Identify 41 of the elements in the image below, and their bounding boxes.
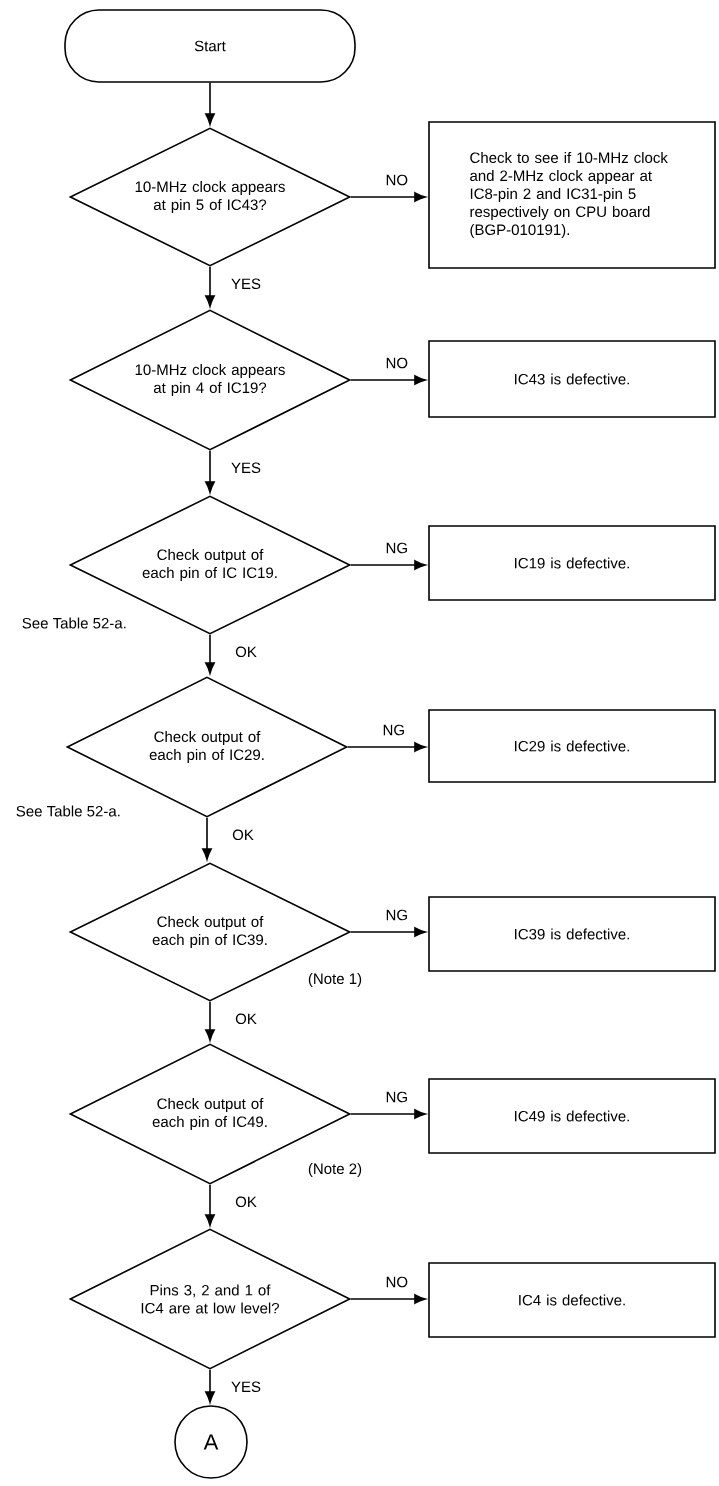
arrow (202, 817, 212, 860)
side-note: See Table 52-a. (16, 805, 120, 817)
arrow (350, 375, 426, 385)
side-note: See Table 52-a. (22, 617, 126, 629)
terminal-box: Start (64, 9, 356, 83)
edge-label: NG (381, 723, 407, 737)
side-note: (Note 1) (308, 973, 362, 987)
arrow (205, 266, 215, 307)
process-box: IC43 is defective. (428, 340, 716, 418)
edge-label: YES (230, 461, 262, 475)
arrow (205, 1369, 215, 1403)
process-box: IC29 is defective. (428, 709, 716, 783)
arrow (350, 1294, 426, 1304)
process-box: Check to see if 10-MHz clock and 2-MHz clock appear at IC8-pin 2 and IC31-pin 5 respectively on CPU board (BGP-010191). (428, 121, 716, 269)
edge-label: NO (384, 1275, 410, 1289)
arrow (205, 450, 215, 493)
edge-label: NG (384, 1090, 410, 1104)
edge-label: NO (384, 356, 410, 370)
edge-label: OK (231, 828, 255, 842)
edge-label: OK (234, 645, 258, 659)
arrow (205, 634, 215, 674)
edge-label: OK (234, 1012, 258, 1026)
edge-label: NG (384, 541, 410, 555)
arrow (350, 560, 426, 570)
edge-label: NG (384, 908, 410, 922)
process-box: IC49 is defective. (428, 1078, 716, 1154)
arrow (347, 742, 426, 752)
edge-label: YES (230, 277, 262, 291)
edge-label: NO (384, 173, 410, 187)
process-box: IC39 is defective. (428, 896, 716, 972)
arrow (350, 192, 426, 202)
side-note: (Note 2) (308, 1163, 362, 1177)
edge-label: OK (234, 1195, 258, 1209)
arrow (205, 82, 215, 125)
edge-label: YES (230, 1380, 262, 1394)
arrow (205, 1184, 215, 1226)
arrow (350, 1109, 426, 1119)
process-box: IC4 is defective. (428, 1262, 716, 1338)
arrow (350, 927, 426, 937)
process-box: IC19 is defective. (428, 525, 716, 601)
arrow (205, 1001, 215, 1041)
